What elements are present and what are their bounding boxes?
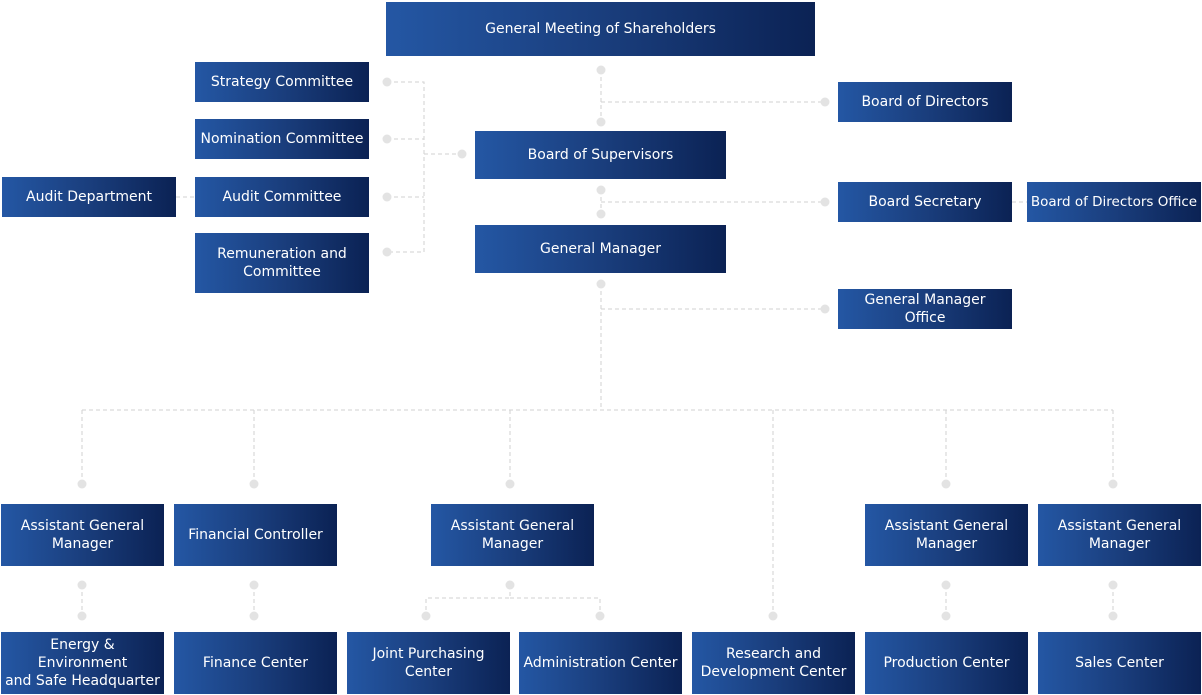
node-sales-center: Sales Center (1038, 632, 1201, 694)
node-research-development-center: Research and Development Center (692, 632, 855, 694)
node-assistant-general-manager-1: Assistant General Manager (1, 504, 164, 566)
node-energy-environment-safe-headquarter: Energy & Environment and Safe Headquarte… (1, 632, 164, 694)
node-assistant-general-manager-2: Assistant General Manager (431, 504, 594, 566)
node-assistant-general-manager-4: Assistant General Manager (1038, 504, 1201, 566)
node-board-of-directors-office: Board of Directors Office (1027, 182, 1201, 222)
node-assistant-general-manager-3: Assistant General Manager (865, 504, 1028, 566)
node-board-secretary: Board Secretary (838, 182, 1012, 222)
node-finance-center: Finance Center (174, 632, 337, 694)
node-general-meeting-of-shareholders: General Meeting of Shareholders (386, 2, 815, 56)
node-general-manager: General Manager (475, 225, 726, 273)
node-audit-department: Audit Department (2, 177, 176, 217)
node-joint-purchasing-center: Joint Purchasing Center (347, 632, 510, 694)
node-general-manager-office: General Manager Office (838, 289, 1012, 329)
node-board-of-supervisors: Board of Supervisors (475, 131, 726, 179)
node-board-of-directors: Board of Directors (838, 82, 1012, 122)
connector-paths (81, 70, 1114, 616)
node-administration-center: Administration Center (519, 632, 682, 694)
node-strategy-committee: Strategy Committee (195, 62, 369, 102)
node-nomination-committee: Nomination Committee (195, 119, 369, 159)
node-production-center: Production Center (865, 632, 1028, 694)
node-audit-committee: Audit Committee (195, 177, 369, 217)
node-remuneration-committee: Remuneration and Committee (195, 233, 369, 293)
connector-dots (77, 65, 1118, 621)
node-financial-controller: Financial Controller (174, 504, 337, 566)
